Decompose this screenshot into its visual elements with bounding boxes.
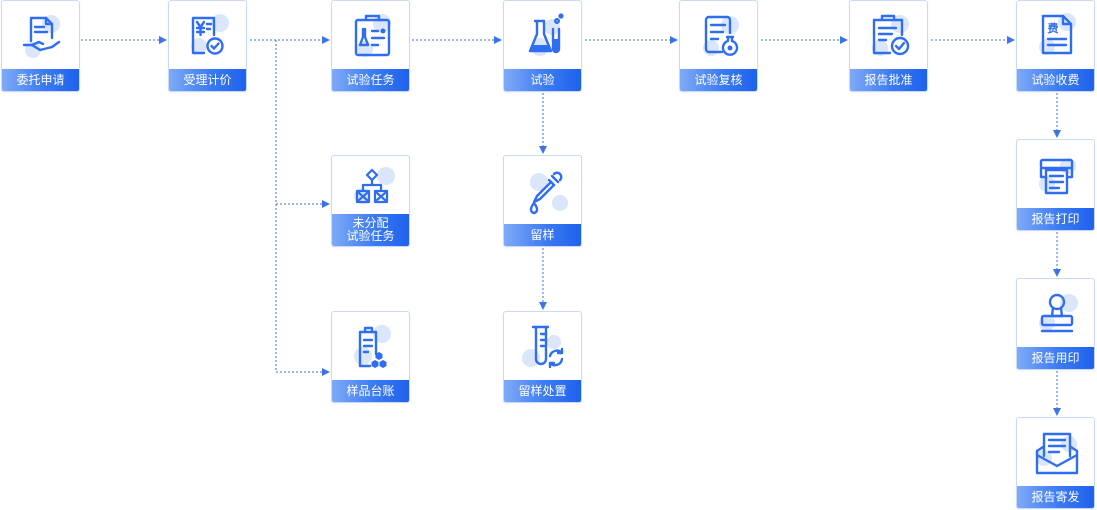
node-label: 留样处置	[518, 383, 567, 398]
node-test-review[interactable]: 试验复核	[679, 0, 758, 92]
clipboard-hexagons-icon	[332, 312, 409, 382]
node-label: 受理计价	[183, 72, 232, 87]
node-label: 报告寄发	[1031, 489, 1080, 504]
document-hand-icon	[2, 1, 79, 71]
node-label: 报告用印	[1031, 350, 1080, 365]
envelope-icon	[1017, 418, 1094, 488]
node-label: 试验收费	[1031, 72, 1080, 87]
clipboard-flask-icon	[332, 1, 409, 71]
node-label: 委托申请	[16, 72, 65, 87]
node-label-line2: 试验任务	[346, 229, 395, 243]
node-label: 试验任务	[346, 72, 395, 87]
node-test[interactable]: 试验	[503, 0, 582, 92]
node-unassigned-task[interactable]: 未分配 试验任务	[331, 155, 410, 247]
node-report-print[interactable]: 报告打印	[1016, 139, 1095, 231]
node-retained-disposal[interactable]: 留样处置	[503, 311, 582, 403]
fee-document-icon: 费	[1017, 1, 1094, 71]
node-label-line1: 未分配	[352, 216, 389, 230]
node-report-mail[interactable]: 报告寄发	[1016, 417, 1095, 509]
node-accept-pricing[interactable]: 受理计价	[168, 0, 247, 92]
node-test-fee[interactable]: 费 试验收费	[1016, 0, 1095, 92]
list-flask-icon	[680, 1, 757, 71]
node-retain-sample[interactable]: 留样	[503, 155, 582, 247]
node-label: 样品台账	[346, 383, 395, 398]
stamp-icon	[1017, 279, 1094, 349]
node-label: 试验	[530, 72, 555, 87]
tube-recycle-icon	[504, 312, 581, 382]
node-entrust-apply[interactable]: 委托申请	[1, 0, 80, 92]
node-label: 报告批准	[864, 72, 913, 87]
clipboard-check-icon	[850, 1, 927, 71]
hierarchy-boxes-icon	[332, 156, 409, 216]
node-label: 试验复核	[694, 72, 743, 87]
printer-icon	[1017, 140, 1094, 210]
dropper-icon	[504, 156, 581, 226]
node-sample-ledger[interactable]: 样品台账	[331, 311, 410, 403]
node-label: 留样	[530, 227, 555, 242]
node-test-task[interactable]: 试验任务	[331, 0, 410, 92]
fee-glyph: 费	[1048, 21, 1059, 35]
node-report-approval[interactable]: 报告批准	[849, 0, 928, 92]
yuan-invoice-check-icon	[169, 1, 246, 71]
node-label: 报告打印	[1031, 211, 1080, 226]
node-report-seal[interactable]: 报告用印	[1016, 278, 1095, 370]
flask-tube-icon	[504, 1, 581, 71]
